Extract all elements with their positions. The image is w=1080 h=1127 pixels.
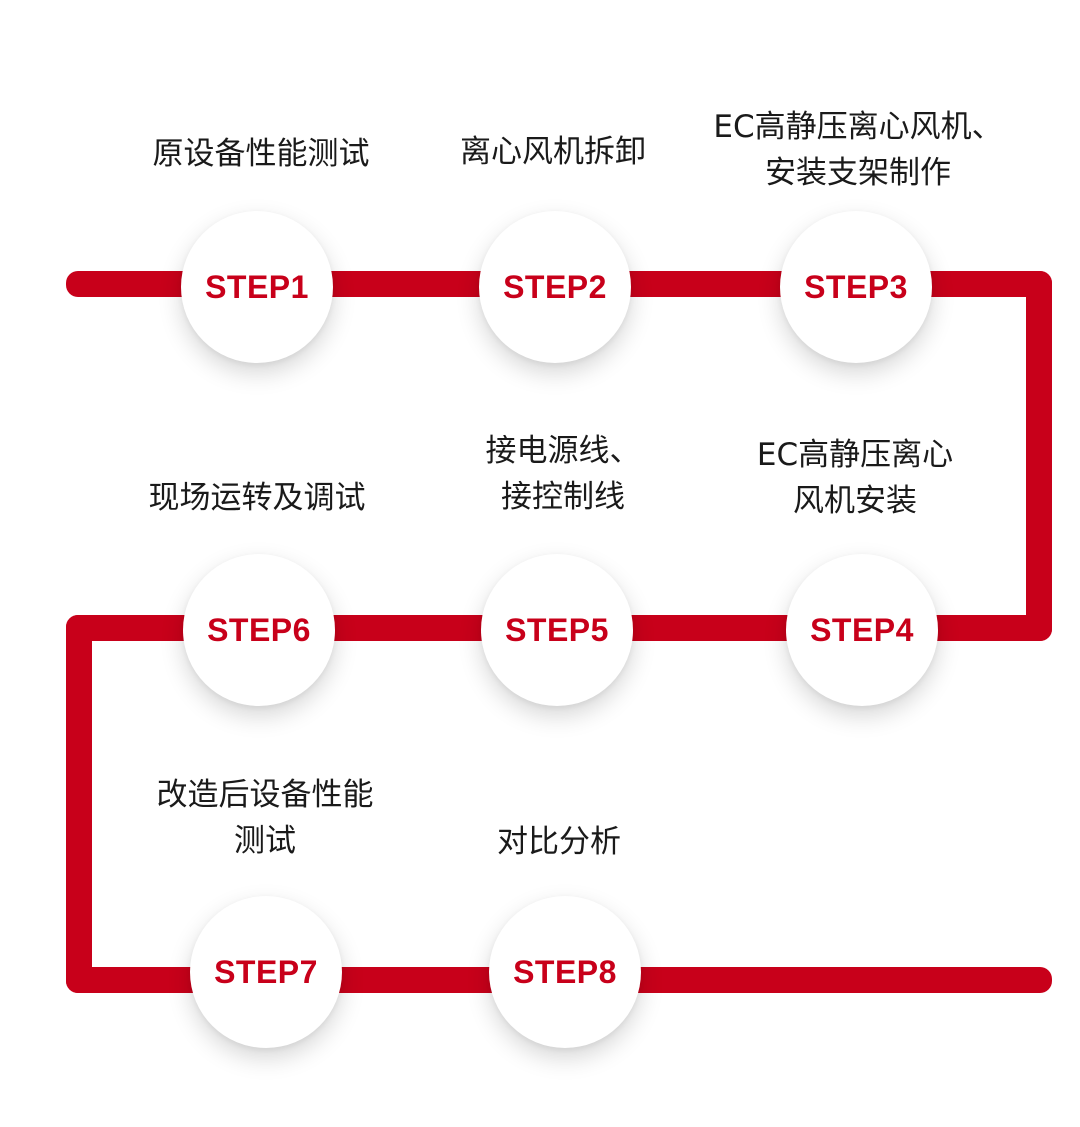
step6-badge-text: STEP6 (207, 611, 311, 648)
step5-label-line1: 接电源线、 (485, 433, 641, 469)
step2-label-line1: 离心风机拆卸 (460, 134, 646, 170)
step3-label: EC高静压离心风机、 安装支架制作 (678, 104, 1038, 196)
step5-node: STEP5 (481, 554, 633, 706)
step6-node: STEP6 (183, 554, 335, 706)
step1-label-line1: 原设备性能测试 (152, 136, 370, 172)
step7-label-line2: 测试 (234, 823, 296, 859)
step6-label: 现场运转及调试 (77, 475, 437, 521)
step7-label: 改造后设备性能 测试 (85, 772, 445, 864)
step8-label-line1: 对比分析 (497, 824, 621, 860)
step3-label-line2: 安装支架制作 (765, 155, 951, 191)
step5-label: 接电源线、 接控制线 (383, 428, 743, 520)
step6-label-line1: 现场运转及调试 (148, 480, 366, 516)
step5-badge-text: STEP5 (505, 611, 609, 648)
step5-label-line2: 接控制线 (501, 479, 625, 515)
step7-node: STEP7 (190, 896, 342, 1048)
step3-label-line1: EC高静压离心风机、 (713, 109, 1003, 145)
track-right-connector (1026, 271, 1052, 641)
step4-label-line1: EC高静压离心 (756, 437, 954, 473)
step2-label: 离心风机拆卸 (373, 129, 733, 175)
step4-badge-text: STEP4 (810, 611, 914, 648)
step2-badge-text: STEP2 (503, 268, 607, 305)
track-left-connector (66, 615, 92, 993)
step1-node: STEP1 (181, 211, 333, 363)
step7-badge-text: STEP7 (214, 953, 318, 990)
step8-label: 对比分析 (379, 819, 739, 865)
step7-label-line1: 改造后设备性能 (156, 777, 374, 813)
step4-label-line2: 风机安装 (793, 483, 917, 519)
step3-node: STEP3 (780, 211, 932, 363)
step1-badge-text: STEP1 (205, 268, 309, 305)
step8-node: STEP8 (489, 896, 641, 1048)
step1-label: 原设备性能测试 (81, 131, 441, 177)
step4-label: EC高静压离心 风机安装 (675, 432, 1035, 524)
step4-node: STEP4 (786, 554, 938, 706)
step3-badge-text: STEP3 (804, 268, 908, 305)
step2-node: STEP2 (479, 211, 631, 363)
step8-badge-text: STEP8 (513, 953, 617, 990)
